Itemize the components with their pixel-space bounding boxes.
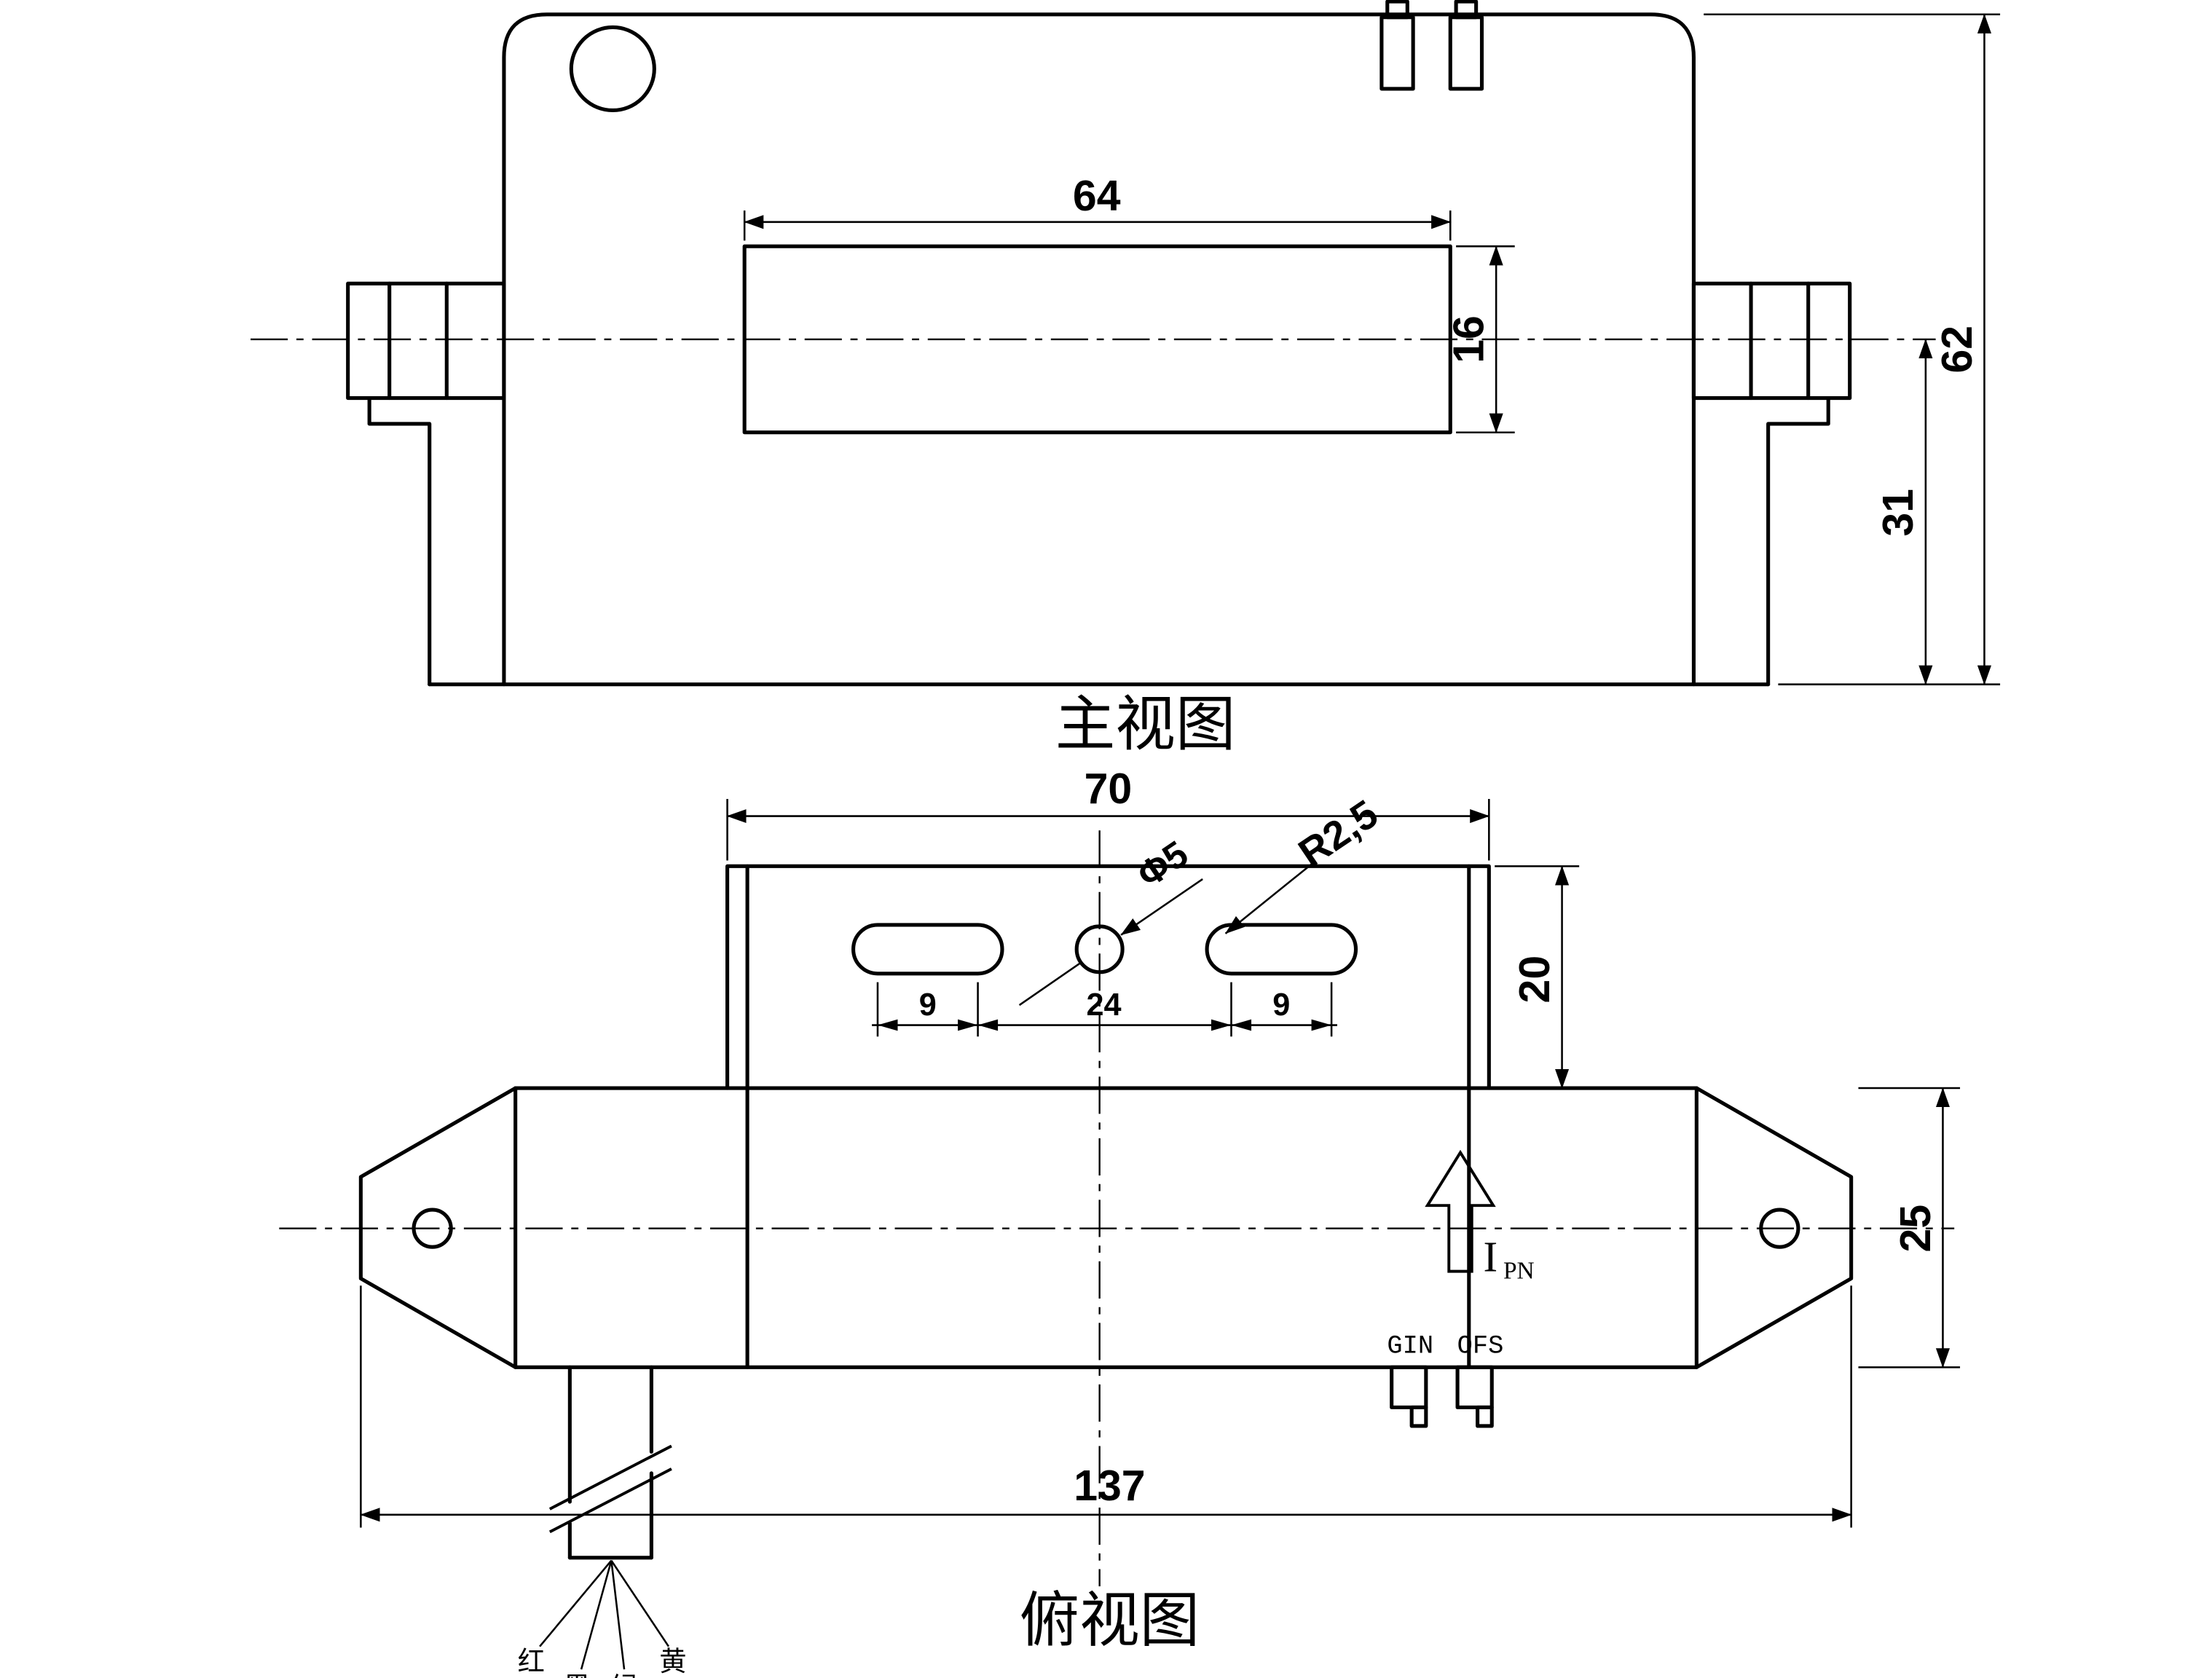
pin-gin-label: GIN	[1387, 1332, 1433, 1361]
slot-radius-label: R2,5	[1291, 791, 1386, 875]
terminal-block-body	[1691, 281, 1852, 401]
front-left-base-step	[367, 396, 432, 687]
right-mounting-slot	[1205, 923, 1358, 976]
break-line	[548, 1468, 672, 1534]
wire-label-yellow: 黄	[659, 1646, 686, 1677]
dimension-chain-9-24-9: 9 24 9	[872, 982, 1337, 1037]
arrowhead	[1311, 1019, 1332, 1031]
arrowhead	[1231, 1019, 1252, 1031]
arrowhead	[877, 1019, 898, 1031]
pin-tip	[1385, 0, 1409, 20]
wire-label-red: 红	[518, 1646, 545, 1677]
wire-callouts: 红 黑 绿 黄	[518, 1559, 687, 1678]
left-end-cap	[358, 1086, 518, 1369]
front-body-outline	[502, 12, 1696, 687]
front-left-terminal-block	[346, 281, 506, 401]
center-mounting-hole	[1074, 924, 1125, 974]
output-cable	[548, 1365, 672, 1560]
arrowhead	[1211, 1019, 1232, 1031]
arrowhead	[958, 1019, 978, 1031]
dimension-16: 16	[1445, 245, 1515, 434]
gin-pin-tip	[1409, 1405, 1428, 1428]
current-subscript: PN	[1503, 1257, 1535, 1284]
dim-9-left-label: 9	[919, 988, 937, 1023]
leader-line	[1224, 861, 1315, 934]
bracket-outline	[725, 864, 1491, 1090]
wire-label-black: 黑	[564, 1671, 591, 1678]
ofs-pin-body	[1455, 1365, 1494, 1409]
pin-body	[1448, 15, 1484, 91]
dimension-31: 31	[1875, 339, 1933, 685]
top-view-title: 俯视图	[1020, 1587, 1200, 1654]
front-right-terminal-block	[1691, 281, 1852, 401]
dim-62-label: 62	[1934, 326, 1981, 374]
dim-25-label: 25	[1892, 1205, 1940, 1253]
pin-ofs-label: OFS	[1457, 1332, 1504, 1361]
front-top-pins	[1379, 0, 1484, 91]
left-mounting-slot	[851, 923, 1004, 976]
current-direction: I PN	[1425, 1149, 1535, 1284]
current-symbol: I	[1483, 1233, 1497, 1281]
break-line	[548, 1444, 672, 1510]
top-view: Φ5 R2,5 9 24 9 70	[279, 765, 1961, 1678]
dim-70-label: 70	[1085, 765, 1133, 813]
leader-slot-radius: R2,5	[1224, 791, 1386, 934]
dimension-64: 64	[743, 173, 1452, 241]
leader-line	[1120, 878, 1203, 936]
wire-leader	[580, 1560, 613, 1670]
dim-20-label: 20	[1511, 956, 1559, 1004]
dimension-20: 20	[1495, 865, 1580, 1090]
sensor-body-top	[358, 1086, 1854, 1369]
dim-64-label: 64	[1073, 173, 1121, 220]
current-arrow-icon	[1425, 1149, 1496, 1273]
wire-label-green: 绿	[610, 1671, 637, 1678]
ofs-pin-tip	[1476, 1405, 1494, 1428]
left-end-hole	[412, 1208, 453, 1249]
right-end-hole	[1759, 1208, 1800, 1249]
wire-leader	[610, 1560, 626, 1670]
dimension-70: 70	[726, 765, 1490, 861]
front-corner-hole	[569, 25, 656, 113]
front-view: 64 16 62 31 主视图	[250, 0, 2001, 757]
dim-31-label: 31	[1875, 489, 1922, 537]
dim-24-label: 24	[1087, 988, 1122, 1023]
dimension-62: 62	[1704, 13, 2001, 685]
arrowhead	[977, 1019, 999, 1031]
dimension-137: 137	[360, 1285, 1852, 1528]
dim-16-label: 16	[1445, 315, 1492, 363]
dim-9-right-label: 9	[1272, 988, 1290, 1023]
wire-leader	[539, 1559, 613, 1647]
gin-pin-body	[1390, 1365, 1428, 1409]
wire-leader	[610, 1560, 670, 1647]
dim-137-label: 137	[1074, 1462, 1145, 1510]
pin-tip	[1454, 0, 1479, 20]
terminal-block-body	[346, 281, 506, 401]
front-busbar-window	[742, 244, 1452, 435]
output-pins: GIN OFS	[1387, 1332, 1504, 1428]
dimension-25: 25	[1858, 1087, 1961, 1368]
hole-dia-label: Φ5	[1130, 832, 1195, 896]
right-end-cap	[1694, 1086, 1854, 1369]
front-right-base-step	[1766, 396, 1830, 687]
pin-body	[1379, 15, 1415, 91]
leader-hole-diameter: Φ5	[1018, 832, 1203, 1007]
leader-line-extension	[1018, 962, 1080, 1007]
front-view-title: 主视图	[1055, 690, 1236, 757]
mounting-bracket	[725, 864, 1491, 1090]
